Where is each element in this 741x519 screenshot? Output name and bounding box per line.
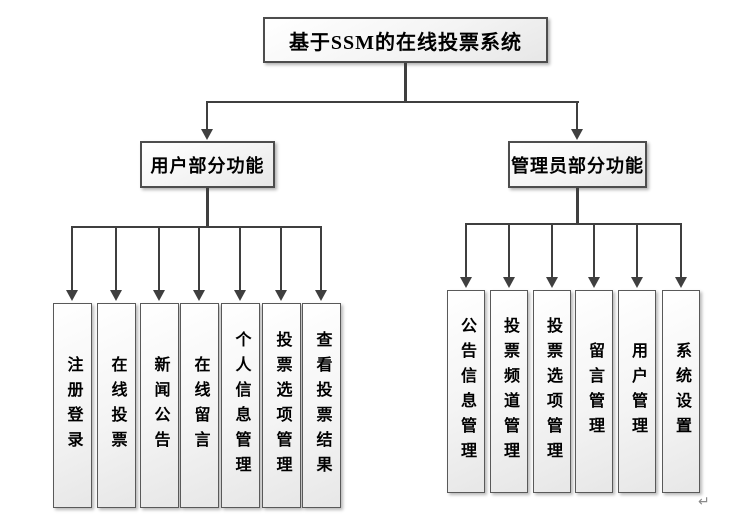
leaf-label: 投票频道管理: [501, 316, 518, 467]
arrow-down-icon: [460, 277, 472, 288]
arrow-down-icon: [193, 290, 205, 301]
leaf-label: 新闻公告: [151, 355, 169, 456]
leaf-vote-option-management-admin: 投票选项管理: [533, 290, 571, 493]
arrow-down-icon: [275, 290, 287, 301]
arrow-down-icon: [571, 129, 583, 140]
leaf-label: 在线投票: [108, 355, 126, 456]
connector-root-stem: [404, 63, 407, 102]
leaf-label: 投票选项管理: [544, 316, 561, 467]
connector-admin-stub: [593, 223, 595, 277]
connector-admin-stem: [576, 188, 579, 223]
arrow-down-icon: [546, 277, 558, 288]
connector-user-hline: [71, 226, 322, 228]
arrow-down-icon: [201, 129, 213, 140]
connector-level1-hline: [206, 101, 579, 103]
leaf-user-management: 用户管理: [618, 290, 656, 493]
leaf-online-message: 在线留言: [180, 303, 219, 508]
leaf-view-vote-result: 查看投票结果: [302, 303, 341, 508]
leaf-register-login: 注册登录: [53, 303, 92, 508]
connector-user-stub: [320, 226, 322, 290]
leaf-label: 个人信息管理: [232, 330, 250, 481]
connector-admin-stub: [508, 223, 510, 277]
connector-user-stub: [115, 226, 117, 290]
connector-user-stub: [198, 226, 200, 290]
connector-user-stub: [239, 226, 241, 290]
branch-node-admin: 管理员部分功能: [508, 141, 647, 188]
leaf-label: 在线留言: [191, 355, 209, 456]
leaf-message-management: 留言管理: [575, 290, 613, 493]
connector-user-stub: [280, 226, 282, 290]
connector-admin-stub: [465, 223, 467, 277]
leaf-label: 查看投票结果: [313, 330, 331, 481]
arrow-down-icon: [588, 277, 600, 288]
paragraph-return-mark: ↵: [698, 494, 710, 510]
leaf-system-settings: 系统设置: [662, 290, 700, 493]
branch-node-user: 用户部分功能: [140, 141, 275, 188]
connector-level1-stub-right: [576, 101, 578, 129]
leaf-news-announcement: 新闻公告: [140, 303, 179, 508]
arrow-down-icon: [315, 290, 327, 301]
leaf-label: 系统设置: [673, 341, 690, 442]
leaf-label: 留言管理: [586, 341, 603, 442]
leaf-personal-info-management: 个人信息管理: [221, 303, 260, 508]
leaf-online-vote: 在线投票: [97, 303, 136, 508]
leaf-label: 投票选项管理: [273, 330, 291, 481]
arrow-down-icon: [503, 277, 515, 288]
connector-admin-hline: [465, 223, 682, 225]
connector-user-stem: [206, 188, 209, 226]
connector-admin-stub: [551, 223, 553, 277]
arrow-down-icon: [110, 290, 122, 301]
leaf-label: 公告信息管理: [458, 316, 475, 467]
connector-user-stub: [71, 226, 73, 290]
arrow-down-icon: [153, 290, 165, 301]
arrow-down-icon: [66, 290, 78, 301]
leaf-vote-option-management: 投票选项管理: [262, 303, 301, 508]
arrow-down-icon: [631, 277, 643, 288]
connector-admin-stub: [636, 223, 638, 277]
leaf-vote-channel-management: 投票频道管理: [490, 290, 528, 493]
leaf-announcement-info-management: 公告信息管理: [447, 290, 485, 493]
leaf-label: 注册登录: [64, 355, 82, 456]
root-node: 基于SSM的在线投票系统: [263, 17, 548, 63]
connector-user-stub: [158, 226, 160, 290]
connector-admin-stub: [680, 223, 682, 277]
leaf-label: 用户管理: [629, 341, 646, 442]
arrow-down-icon: [675, 277, 687, 288]
arrow-down-icon: [234, 290, 246, 301]
connector-level1-stub-left: [206, 101, 208, 129]
